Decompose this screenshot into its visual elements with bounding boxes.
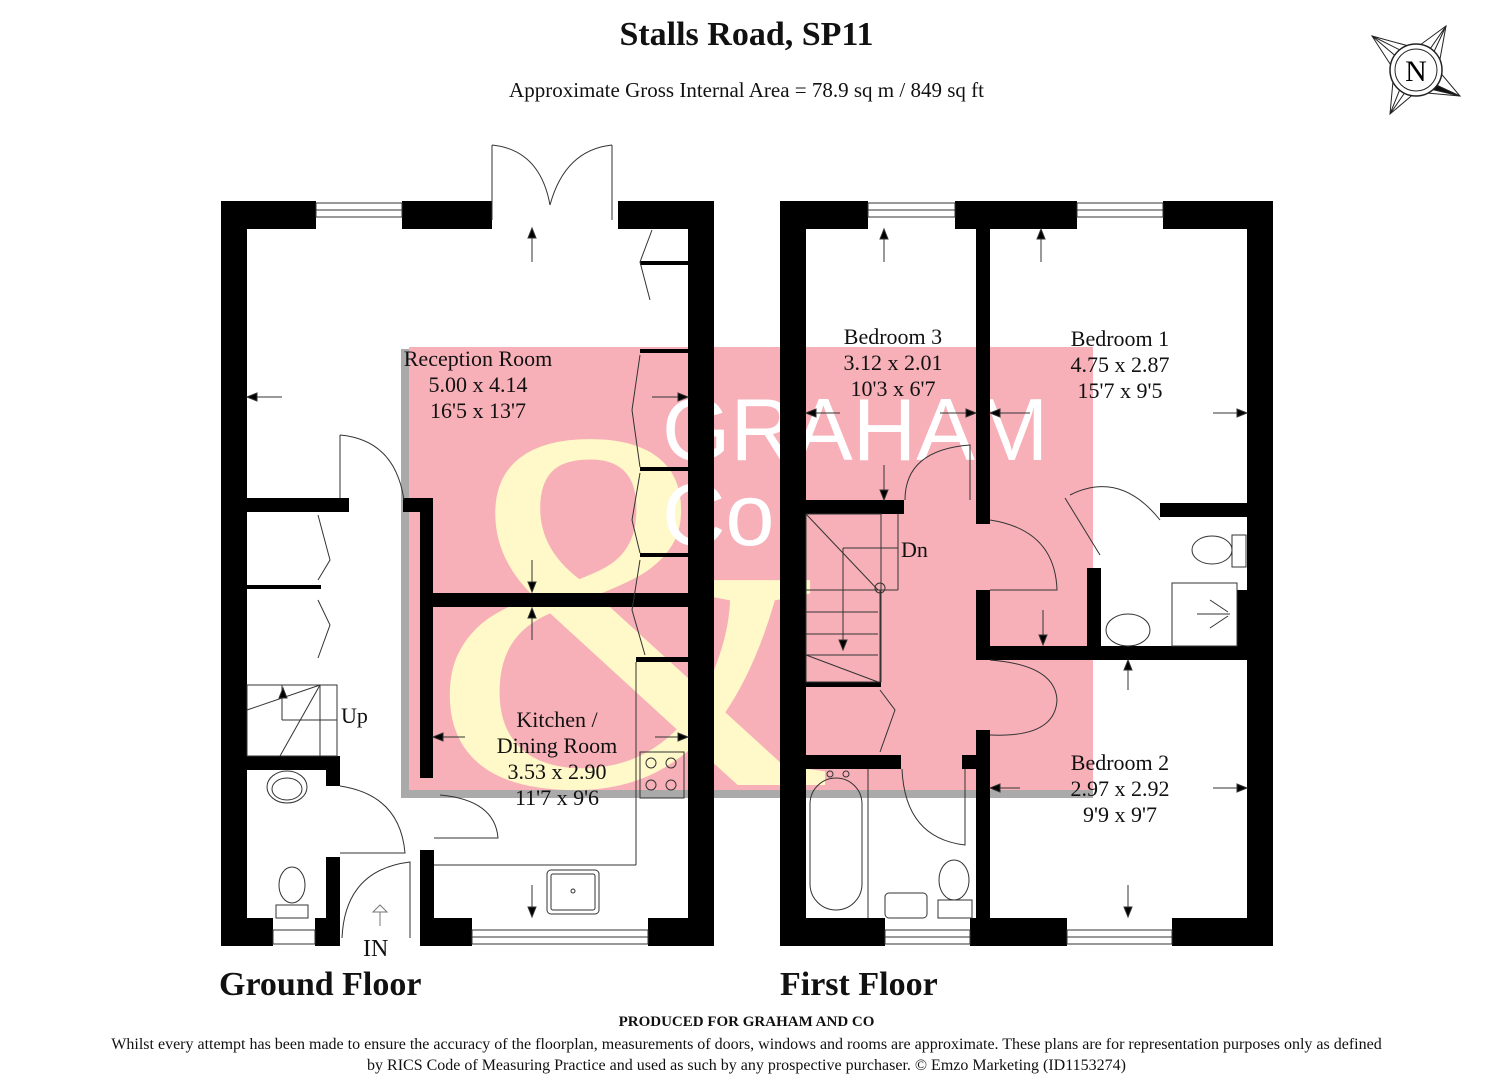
room-name-line1: Kitchen / (516, 707, 598, 732)
gross-internal-area: Approximate Gross Internal Area = 78.9 s… (509, 78, 984, 102)
compass-letter: N (1405, 55, 1427, 88)
first-floor-fixtures (804, 202, 1249, 945)
room-name: Bedroom 3 (843, 324, 943, 349)
room-name: Reception Room (403, 346, 553, 371)
disclaimer: Whilst every attempt has been made to en… (111, 1036, 1382, 1074)
stairs-down-label: Dn (901, 537, 928, 562)
room-bedroom-1: Bedroom 1 4.75 x 2.87 15'7 x 9'5 (1020, 326, 1220, 404)
room-kitchen-dining: Kitchen / Dining Room 3.53 x 2.90 11'7 x… (457, 707, 657, 811)
ground-floor-label: Ground Floor (219, 966, 422, 1003)
room-metric: 3.12 x 2.01 (843, 350, 943, 375)
room-name-line2: Dining Room (496, 733, 618, 758)
entrance-label: IN (363, 936, 389, 962)
room-metric: 5.00 x 4.14 (428, 372, 528, 397)
first-floor-walls (780, 201, 1273, 946)
room-name: Bedroom 1 (1070, 326, 1170, 351)
room-imperial: 11'7 x 9'6 (514, 785, 600, 810)
ground-floor-fixtures (245, 144, 690, 945)
svg-text:Co: Co (662, 465, 775, 564)
first-floor-label: First Floor (780, 966, 938, 1003)
room-imperial: 16'5 x 13'7 (430, 398, 526, 423)
room-metric: 2.97 x 2.92 (1070, 776, 1170, 801)
stairs-up-label: Up (341, 703, 368, 728)
ground-floor-walls (221, 201, 714, 946)
room-imperial: 15'7 x 9'5 (1077, 378, 1163, 403)
room-metric: 4.75 x 2.87 (1070, 352, 1170, 377)
produced-for: PRODUCED FOR GRAHAM AND CO (618, 1014, 875, 1030)
north-compass-icon: N (1368, 22, 1464, 118)
room-bedroom-3: Bedroom 3 3.12 x 2.01 10'3 x 6'7 (793, 324, 993, 402)
room-bedroom-2: Bedroom 2 2.97 x 2.92 9'9 x 9'7 (1020, 750, 1220, 828)
room-reception: Reception Room 5.00 x 4.14 16'5 x 13'7 (378, 346, 578, 424)
room-imperial: 10'3 x 6'7 (850, 376, 936, 401)
room-name: Bedroom 2 (1070, 750, 1170, 775)
room-imperial: 9'9 x 9'7 (1083, 802, 1157, 827)
room-metric: 3.53 x 2.90 (507, 759, 607, 784)
plan-title: Stalls Road, SP11 (619, 16, 874, 53)
